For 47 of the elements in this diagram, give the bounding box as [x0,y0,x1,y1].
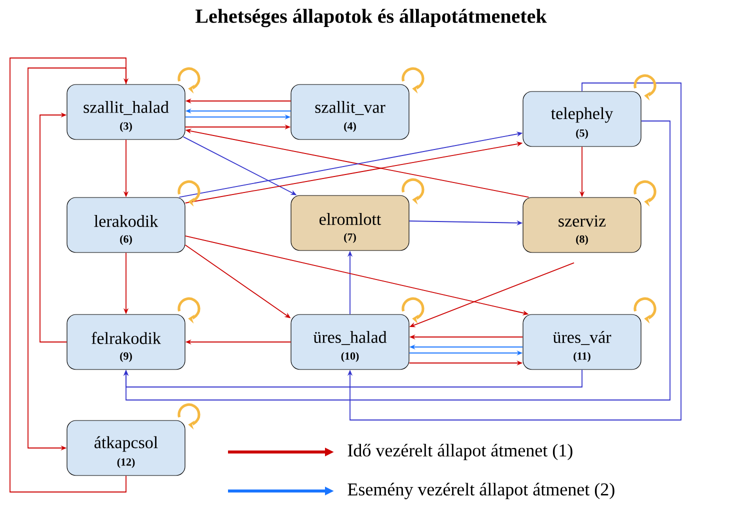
state-box [290,195,410,251]
title: Lehetséges állapotok és állapotátmenetek [196,8,547,28]
state-number: (4) [344,122,356,132]
self-loop-arrow [402,297,424,324]
state-name: üres_vár [552,331,612,345]
state-box [66,314,186,370]
state-name: üres_halad [313,331,387,345]
state-name: szallit_halad [84,101,169,115]
state-box [522,314,642,370]
state-box [522,91,642,147]
self-loop-arrow [634,180,656,207]
state-name: elromlott [320,213,382,225]
state-name: átkapcsol [94,436,158,452]
state-number: (9) [120,352,132,362]
state-box [66,420,186,476]
state-name: szallit_var [315,101,386,115]
state-number: (6) [120,235,132,245]
self-loop-arrow [178,180,200,207]
state-name: lerakodik [94,215,158,227]
legend-text: Idő vezérelt állapot átmenet (1) [348,444,572,460]
arrow [10,58,129,492]
self-loop-arrow [178,297,200,324]
legend-text: Esemény vezérelt állapot átmenet (2) [348,482,614,500]
state-name: felrakodik [92,332,161,344]
state-number: (10) [341,352,359,362]
state-number: (7) [344,233,356,243]
state-number: (11) [574,352,590,362]
state-box [66,84,186,140]
self-loop-arrow [634,74,656,101]
self-loop-arrow [402,67,424,94]
state-box [66,197,186,253]
state-number: (12) [117,458,135,468]
state-number: (3) [120,122,132,132]
self-loop-arrow [634,297,656,324]
state-name: szerviz [558,215,606,227]
state-number: (5) [576,129,588,139]
self-loop-arrow [178,403,200,430]
self-loop-arrow [402,178,424,205]
state-box [290,314,410,370]
arrow [123,120,670,400]
state-number: (8) [576,235,588,245]
self-loop-arrow [178,67,200,94]
arrow [347,82,682,420]
arrow [40,112,68,342]
state-name: telephely [551,107,614,123]
state-box [290,84,410,140]
state-box [522,197,642,253]
